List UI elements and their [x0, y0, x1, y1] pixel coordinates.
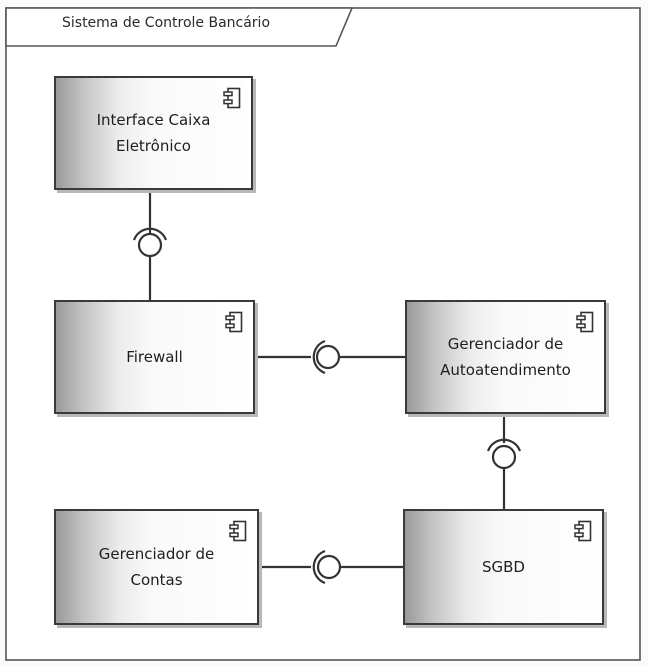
component-gerenciador-de-contas[interactable]: Gerenciador de Contas [54, 509, 259, 625]
component-label-line: SGBD [482, 558, 525, 576]
component-interface-caixa-eletronico[interactable]: Interface Caixa Eletrônico [54, 76, 253, 190]
component-label-line: Firewall [126, 348, 183, 366]
component-label-line: Gerenciador de [98, 545, 215, 563]
component-label: Firewall [56, 302, 253, 412]
component-label-line: Interface Caixa [96, 111, 211, 129]
package-title: Sistema de Controle Bancário [62, 15, 271, 31]
component-gerenciador-de-autoatendimento[interactable]: Gerenciador de Autoatendimento [405, 300, 606, 414]
component-label: Gerenciador de Contas [56, 511, 257, 623]
uml-component-icon [574, 520, 592, 542]
uml-component-icon [576, 311, 594, 333]
uml-component-icon [225, 311, 243, 333]
uml-component-icon [229, 520, 247, 542]
component-sgbd[interactable]: SGBD [403, 509, 604, 625]
component-label-line: Contas [130, 571, 183, 589]
component-label: Gerenciador de Autoatendimento [407, 302, 604, 412]
component-label-line: Autoatendimento [440, 361, 571, 379]
component-label-line: Gerenciador de [447, 335, 564, 353]
component-label: SGBD [405, 511, 602, 623]
component-label-line: Eletrônico [116, 137, 191, 155]
component-firewall[interactable]: Firewall [54, 300, 255, 414]
uml-component-icon [223, 87, 241, 109]
component-label: Interface Caixa Eletrônico [56, 78, 251, 188]
